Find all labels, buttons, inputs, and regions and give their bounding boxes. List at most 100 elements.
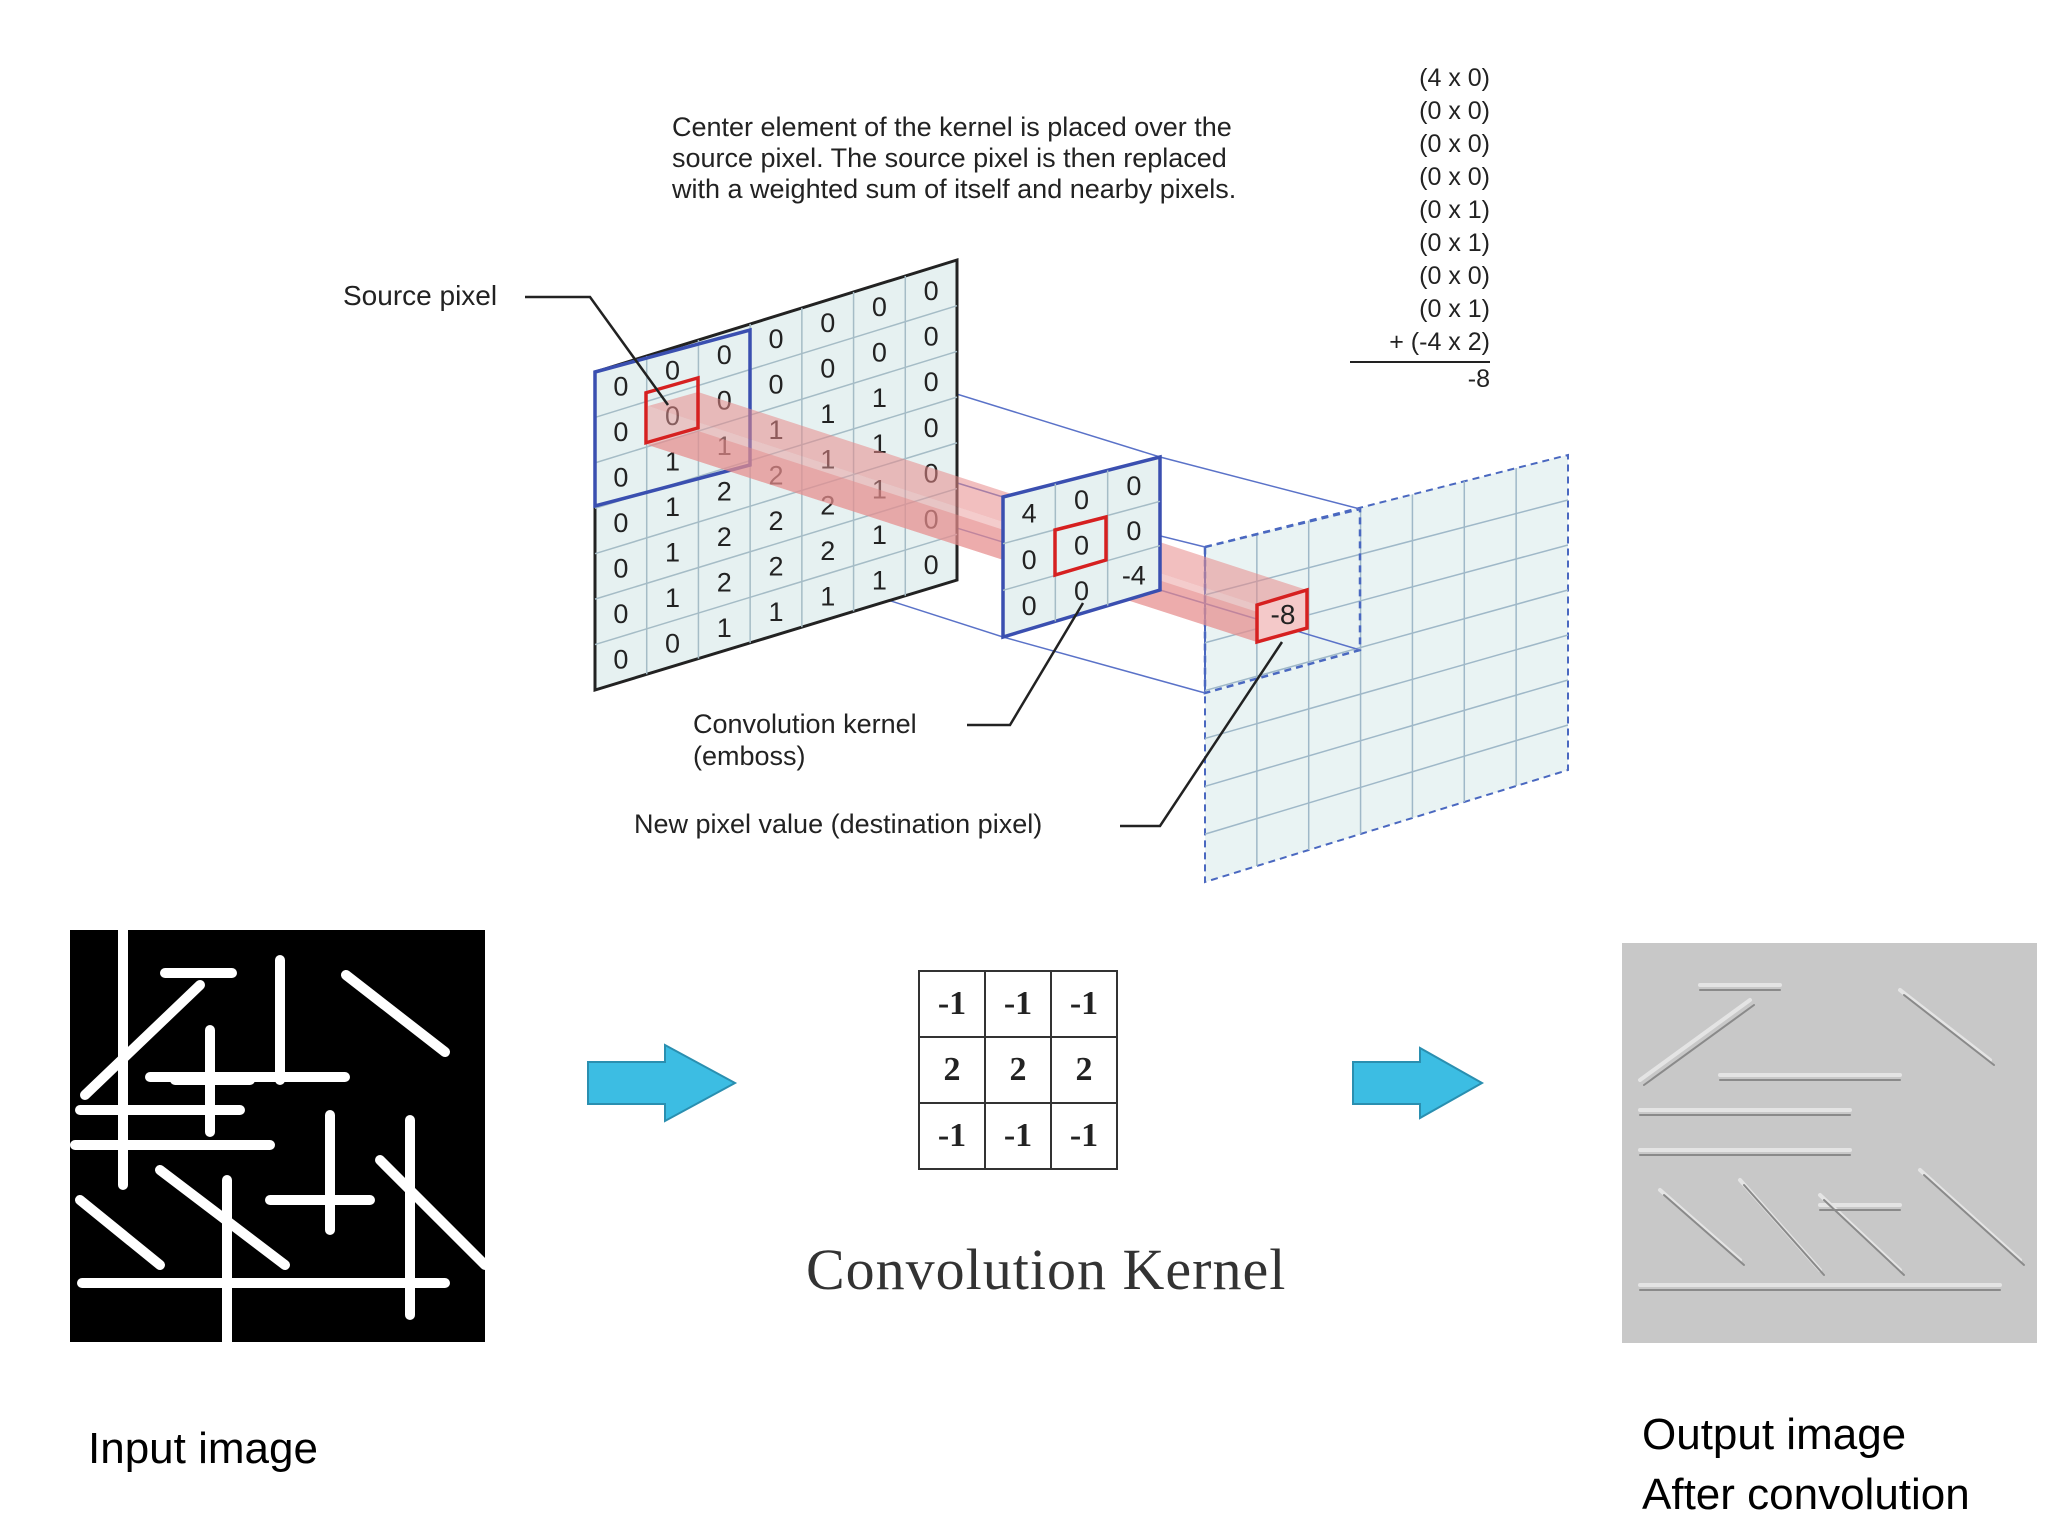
kernel-label-sub: (emboss): [693, 741, 806, 771]
grid-value: 0: [665, 356, 680, 386]
grid-line: [1204, 724, 1569, 835]
grid-value: 0: [613, 644, 628, 674]
grid-value: 0: [1074, 530, 1089, 560]
grid-value: 0: [924, 413, 939, 443]
grid-value: 1: [872, 383, 887, 413]
arrow-to-kernel-icon: [587, 1043, 738, 1123]
grid-value: 0: [613, 554, 628, 584]
description-text: Center element of the kernel is placed o…: [672, 112, 1392, 205]
grid-line: [1204, 634, 1569, 740]
grid-value: 1: [665, 538, 680, 568]
grid-value: 0: [820, 353, 835, 383]
kernel-cell: -1: [918, 1102, 986, 1170]
kernel-cell: 2: [1050, 1036, 1118, 1104]
grid-line: [594, 304, 958, 419]
grid-value: 1: [665, 583, 680, 613]
grid-value: 0: [613, 508, 628, 538]
grid-value: 0: [924, 550, 939, 580]
grid-value: 0: [1126, 516, 1141, 546]
grid-value: 0: [1074, 576, 1089, 606]
grid-value: 0: [1126, 471, 1141, 501]
grid-value: 0: [924, 276, 939, 306]
calc-term: (0 x 0): [1419, 130, 1490, 158]
source-pixel-label: Source pixel: [343, 280, 497, 311]
grid-value: 1: [665, 492, 680, 522]
grid-value: 0: [1022, 591, 1037, 621]
input-caption: Input image: [88, 1424, 318, 1473]
grid-value: 0: [665, 629, 680, 659]
source-pixel-leader: [525, 295, 670, 406]
grid-value: 2: [768, 552, 783, 582]
output-caption: Output image: [1642, 1410, 1907, 1459]
calc-term: (4 x 0): [1419, 64, 1490, 92]
description-line: with a weighted sum of itself and nearby…: [672, 174, 1237, 204]
destination-grid: [1203, 453, 1569, 884]
grid-value: 0: [872, 337, 887, 367]
grid-line: [594, 533, 958, 646]
calc-term: (0 x 1): [1419, 295, 1490, 323]
destination-grid-plane: [1204, 453, 1569, 884]
grid-value: 1: [717, 613, 732, 643]
grid-value: 1: [665, 447, 680, 477]
kernel-cell: 2: [984, 1036, 1052, 1104]
grid-value: 0: [613, 599, 628, 629]
calc-term: (0 x 0): [1419, 97, 1490, 125]
kernel-cell: 2: [918, 1036, 986, 1104]
weighted-sum-calculation: (4 x 0) (0 x 0) (0 x 0) (0 x 0) (0 x 1) …: [1340, 62, 1490, 396]
grid-value: 1: [872, 520, 887, 550]
destination-value: -8: [1271, 599, 1296, 630]
output-caption-sub: After convolution: [1642, 1470, 1970, 1519]
grid-value: 4: [1022, 498, 1037, 528]
kernel-cell: -1: [1050, 970, 1118, 1038]
grid-value: 2: [768, 506, 783, 536]
source-pixel-highlight: [644, 375, 700, 446]
kernel-label: Convolution kernel: [693, 709, 917, 739]
grid-value: 0: [924, 322, 939, 352]
kernel-title: Convolution Kernel: [806, 1237, 1287, 1302]
grid-value: 0: [924, 367, 939, 397]
calc-term: (0 x 0): [1419, 262, 1490, 290]
calc-term: (0 x 1): [1419, 196, 1490, 224]
new-pixel-label: New pixel value (destination pixel): [634, 809, 1042, 839]
grid-value: 0: [1074, 485, 1089, 515]
destination-pixel: [1255, 587, 1309, 645]
description-line: Center element of the kernel is placed o…: [672, 112, 1232, 142]
grid-value: 0: [768, 324, 783, 354]
grid-value: 1: [872, 566, 887, 596]
edge-kernel-table: -1 -1 -1 2 2 2 -1 -1 -1: [918, 970, 1118, 1170]
description-line: source pixel. The source pixel is then r…: [672, 143, 1227, 173]
grid-value: 0: [613, 417, 628, 447]
new-pixel-leader: [1120, 641, 1284, 828]
grid-value: 2: [820, 536, 835, 566]
grid-value: 2: [717, 567, 732, 597]
grid-value: 0: [717, 340, 732, 370]
grid-value: 1: [820, 581, 835, 611]
calc-term: (0 x 1): [1419, 229, 1490, 257]
calc-result: -8: [1467, 365, 1490, 393]
grid-value: 0: [872, 292, 887, 322]
kernel-leader: [967, 602, 1085, 727]
grid-value: 2: [717, 522, 732, 552]
calc-term: (0 x 0): [1419, 163, 1490, 191]
grid-value: 0: [613, 372, 628, 402]
kernel-center-highlight: [1053, 514, 1108, 578]
grid-value: 1: [820, 399, 835, 429]
grid-value: 0: [1022, 545, 1037, 575]
grid-value: 1: [768, 597, 783, 627]
input-image: [70, 925, 490, 1347]
kernel-cell: -1: [984, 1102, 1052, 1170]
grid-line: [1204, 679, 1569, 788]
grid-line: [1204, 589, 1569, 692]
kernel-cell: -1: [1050, 1102, 1118, 1170]
calc-term: + (-4 x 2): [1350, 326, 1490, 363]
grid-value: 0: [768, 369, 783, 399]
grid-value: 2: [717, 476, 732, 506]
arrow-to-output-icon: [1352, 1046, 1485, 1120]
kernel-cell: -1: [984, 970, 1052, 1038]
grid-value: 0: [820, 308, 835, 338]
kernel-cell: -1: [918, 970, 986, 1038]
grid-value: 0: [613, 463, 628, 493]
